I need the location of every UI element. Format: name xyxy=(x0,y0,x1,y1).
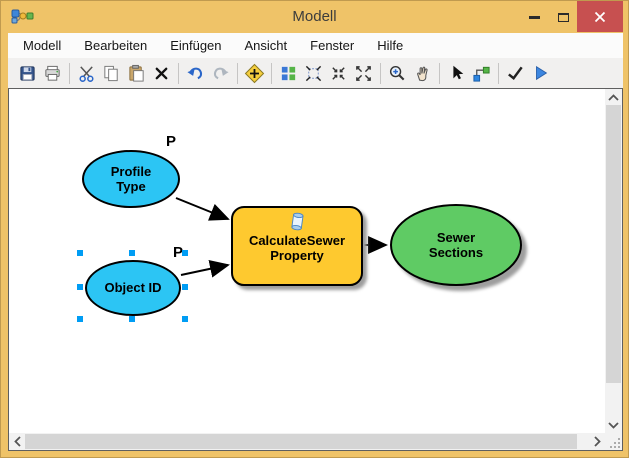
menu-item-modell[interactable]: Modell xyxy=(23,38,62,53)
cut-button[interactable] xyxy=(74,61,99,85)
auto-layout-button[interactable] xyxy=(276,61,301,85)
selection-handle[interactable] xyxy=(77,250,83,256)
vertical-scroll-thumb[interactable] xyxy=(606,105,621,383)
selection-handle[interactable] xyxy=(129,250,135,256)
full-extent-icon xyxy=(356,65,371,81)
close-icon xyxy=(594,11,606,22)
toolbar-separator xyxy=(498,62,499,84)
connect-tool-icon xyxy=(473,66,490,82)
selection-handle[interactable] xyxy=(182,316,188,322)
print-button[interactable] xyxy=(40,61,65,85)
toolbar-separator xyxy=(178,62,179,84)
copy-icon xyxy=(104,65,118,81)
chevron-down-icon xyxy=(608,421,619,429)
connect-tool-button[interactable] xyxy=(469,61,494,85)
add-data-icon xyxy=(244,63,265,83)
title-bar[interactable]: Modell xyxy=(1,1,628,33)
resize-grip[interactable] xyxy=(605,433,622,450)
toolbar-separator xyxy=(439,62,440,84)
redo-icon xyxy=(213,67,229,79)
maximize-button[interactable] xyxy=(551,7,575,27)
menu-item-bearbeiten[interactable]: Bearbeiten xyxy=(84,38,148,53)
selection-handle[interactable] xyxy=(182,284,188,290)
copy-button[interactable] xyxy=(99,61,124,85)
run-button[interactable] xyxy=(528,61,553,85)
model-canvas-frame: P Profile Type P Object ID xyxy=(8,88,623,451)
menu-bar: Modell Bearbeiten Einfügen Ansicht Fenster Hi… xyxy=(8,33,623,58)
delete-button[interactable] xyxy=(149,61,174,85)
minimize-icon xyxy=(528,15,540,19)
connector-profile-to-tool xyxy=(175,197,230,221)
scroll-left-button[interactable] xyxy=(9,433,25,450)
menu-item-hilfe[interactable]: Hilfe xyxy=(377,38,404,53)
chevron-left-icon xyxy=(13,436,21,447)
auto-layout-icon xyxy=(281,66,296,80)
menu-item-ansicht[interactable]: Ansicht xyxy=(244,38,288,53)
window-title: Modell xyxy=(292,8,337,25)
output-label: Sewer Sections xyxy=(428,229,484,260)
param-label-profile-type: P xyxy=(166,133,177,150)
save-button[interactable] xyxy=(15,61,40,85)
tool-calculate-sewer-property[interactable]: CalculateSewer Property xyxy=(231,206,363,286)
connector-object-to-tool xyxy=(180,259,230,278)
toolbar-separator xyxy=(69,62,70,84)
close-button[interactable] xyxy=(577,1,623,32)
fit-to-window-icon xyxy=(305,65,322,81)
selection-handle[interactable] xyxy=(129,316,135,322)
param-label-object-id: P xyxy=(173,244,184,261)
paste-icon xyxy=(129,64,144,82)
scroll-down-button[interactable] xyxy=(605,417,622,433)
undo-icon xyxy=(187,67,203,79)
selection-handle[interactable] xyxy=(182,250,188,256)
cut-icon xyxy=(79,65,94,82)
modelbuilder-icon xyxy=(11,9,34,24)
undo-button[interactable] xyxy=(183,61,208,85)
model-canvas[interactable]: P Profile Type P Object ID xyxy=(9,89,605,433)
toolbar-separator xyxy=(380,62,381,84)
script-tool-icon xyxy=(290,212,304,231)
minimize-button[interactable] xyxy=(522,7,546,27)
horizontal-scroll-thumb[interactable] xyxy=(25,434,577,449)
fit-to-window-button[interactable] xyxy=(301,61,326,85)
output-sewer-sections[interactable]: Sewer Sections xyxy=(390,204,522,286)
selection-handle[interactable] xyxy=(77,284,83,290)
paste-button[interactable] xyxy=(124,61,149,85)
full-extent-button[interactable] xyxy=(351,61,376,85)
maximize-icon xyxy=(557,12,569,22)
scroll-up-button[interactable] xyxy=(605,89,622,105)
delete-icon xyxy=(155,67,168,79)
variable-label: Profile Type xyxy=(110,163,152,194)
toolbar-separator xyxy=(237,62,238,84)
toolbar xyxy=(8,58,623,88)
select-cursor-icon xyxy=(452,65,463,80)
selection-handle[interactable] xyxy=(77,316,83,322)
pan-icon xyxy=(417,66,428,81)
add-data-button[interactable] xyxy=(242,61,267,85)
toolbar-separator xyxy=(271,62,272,84)
variable-object-id[interactable]: Object ID xyxy=(85,260,181,316)
variable-label: Object ID xyxy=(104,280,162,296)
fixed-zoom-in-icon xyxy=(332,66,345,80)
validate-button[interactable] xyxy=(503,61,528,85)
menu-item-fenster[interactable]: Fenster xyxy=(310,38,355,53)
zoom-in-button[interactable] xyxy=(385,61,410,85)
chevron-up-icon xyxy=(608,93,619,101)
pan-button[interactable] xyxy=(410,61,435,85)
vertical-scrollbar[interactable] xyxy=(605,89,622,433)
validate-check-icon xyxy=(508,66,523,80)
horizontal-scrollbar[interactable] xyxy=(9,433,605,450)
select-tool-button[interactable] xyxy=(444,61,469,85)
chevron-right-icon xyxy=(593,436,601,447)
redo-button[interactable] xyxy=(208,61,233,85)
run-play-icon xyxy=(535,65,547,81)
fixed-zoom-in-button[interactable] xyxy=(326,61,351,85)
zoom-in-icon xyxy=(389,65,405,80)
scroll-right-button[interactable] xyxy=(589,433,605,450)
tool-label: CalculateSewer Property xyxy=(248,233,346,264)
resize-grip-icon xyxy=(610,438,620,448)
menu-item-einfügen[interactable]: Einfügen xyxy=(170,38,222,53)
save-icon xyxy=(20,65,35,81)
variable-profile-type[interactable]: Profile Type xyxy=(82,150,180,208)
print-icon xyxy=(45,65,60,81)
